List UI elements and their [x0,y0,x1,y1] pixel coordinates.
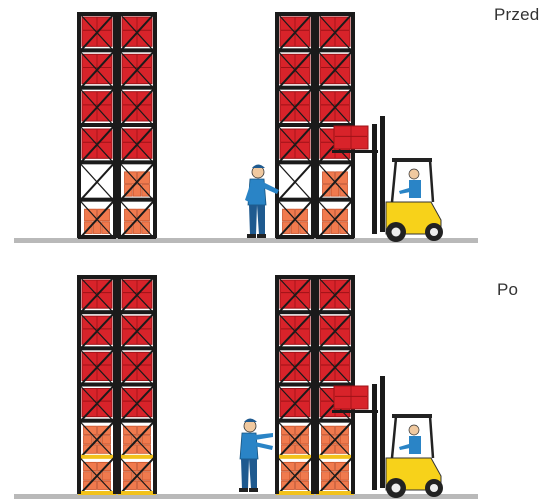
warehouse-worker-icon-after [239,419,273,493]
label-after: Po [497,280,518,300]
forklift-icon-before [332,116,443,242]
pallet-rack-after-right [275,275,355,495]
crate [334,386,368,409]
pallet-rack-before-left [77,12,157,239]
warehouse-worker-icon-before [245,165,279,239]
pallet-rack-after-left [77,275,157,495]
crate [334,126,368,149]
label-before: Przed [494,5,539,25]
